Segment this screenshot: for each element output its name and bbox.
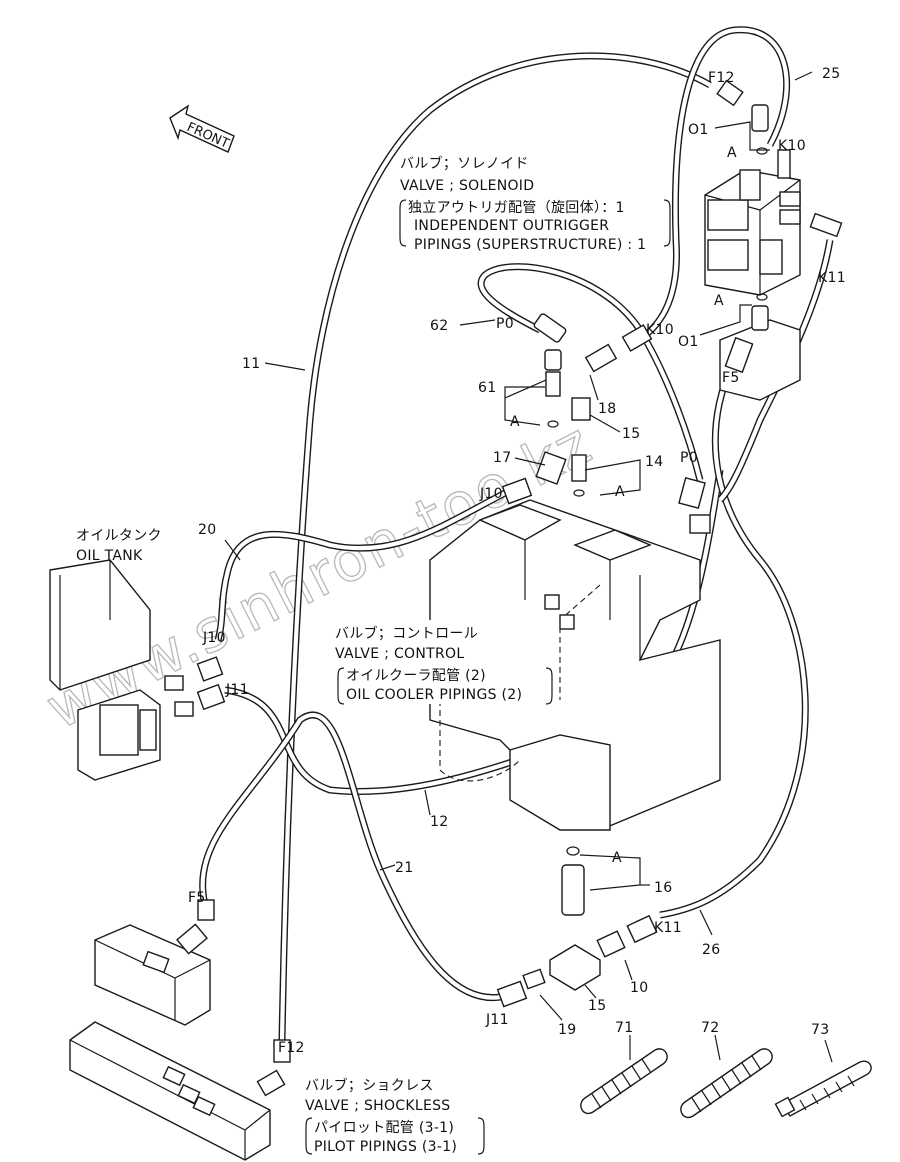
callout-15b: 15	[588, 998, 606, 1014]
callout-12: 12	[430, 814, 448, 830]
port-j11-left: J11	[225, 682, 249, 698]
leader-lines	[224, 71, 833, 1063]
port-f12-top: F12	[708, 70, 735, 86]
shockless-valve	[94, 899, 215, 1026]
solenoid-sub-jp: 独立アウトリガ配管（旋回体）：1	[408, 200, 625, 216]
shockless-sub-jp: パイロット配管 (3-1)	[314, 1120, 454, 1136]
callout-21: 21	[395, 860, 413, 876]
callout-a5: A	[612, 850, 622, 866]
label-solenoid-group: バルブ；ソレノイド VALVE ; SOLENOID 独立アウトリガ配管（旋回体…	[399, 155, 671, 253]
label-shockless-group: バルブ；ショクレス VALVE ; SHOCKLESS パイロット配管 (3-1…	[305, 1077, 485, 1155]
callout-o1b: O1	[678, 334, 699, 350]
port-p0-top: P0	[496, 316, 514, 332]
oil-tank	[49, 559, 226, 781]
label-control-group: バルブ；コントロール VALVE ; CONTROL オイルクーラ配管 (2) …	[332, 620, 556, 705]
control-sub-jp: オイルクーラ配管 (2)	[346, 668, 486, 684]
solenoid-sub-en1: INDEPENDENT OUTRIGGER	[414, 218, 609, 234]
hose-26	[659, 348, 809, 919]
part-71-coil	[580, 1048, 668, 1115]
control-fittings	[501, 313, 711, 534]
port-f5-top: F5	[722, 370, 740, 386]
callout-15a: 15	[622, 426, 640, 442]
solenoid-sub-en2: PIPINGS (SUPERSTRUCTURE) : 1	[414, 237, 646, 253]
shockless-jp: バルブ；ショクレス	[305, 1077, 434, 1094]
port-labels: F12 K10 K11 P0 K10 F5 P0 J10 J10 J11 F5 …	[188, 70, 846, 1056]
callout-10: 10	[630, 980, 648, 996]
control-valve	[429, 499, 721, 831]
pilot-manifold	[69, 1021, 291, 1161]
port-k10-mid: K10	[646, 322, 674, 338]
shockless-sub-en: PILOT PIPINGS (3-1)	[314, 1139, 457, 1155]
control-jp: バルブ；コントロール	[335, 625, 478, 642]
callout-72: 72	[701, 1020, 719, 1036]
callout-71: 71	[615, 1020, 633, 1036]
callout-a1: A	[727, 145, 737, 161]
hose-k11	[717, 239, 834, 503]
callout-a4: A	[615, 484, 625, 500]
callout-20: 20	[198, 522, 216, 538]
control-en: VALVE ; CONTROL	[335, 646, 464, 662]
part-73-tie	[774, 1060, 872, 1118]
part-72-coil	[680, 1048, 773, 1119]
bottom-fittings	[496, 846, 658, 1008]
port-f12-bottom: F12	[278, 1040, 305, 1056]
port-j10-mid: J10	[479, 486, 503, 502]
hose-62	[477, 263, 704, 481]
callout-o1a: O1	[688, 122, 709, 138]
hose-20	[214, 484, 517, 642]
port-j10-left: J10	[202, 630, 226, 646]
oil-tank-en: OIL TANK	[76, 548, 143, 564]
callout-17: 17	[493, 450, 511, 466]
callout-11: 11	[242, 356, 260, 372]
callout-18: 18	[598, 401, 616, 417]
port-k11-top: K11	[818, 270, 846, 286]
port-k10-top: K10	[778, 138, 806, 154]
callout-26: 26	[702, 942, 720, 958]
port-j11-bottom: J11	[485, 1012, 509, 1028]
solenoid-fittings	[716, 79, 843, 374]
port-p0-mid: P0	[680, 450, 698, 466]
oil-tank-jp: オイルタンク	[76, 528, 162, 544]
hose-25	[628, 26, 791, 349]
callout-19: 19	[558, 1022, 576, 1038]
label-oil-tank-group: オイルタンク OIL TANK	[76, 528, 162, 564]
port-f5-left: F5	[188, 890, 206, 906]
solenoid-en: VALVE ; SOLENOID	[400, 178, 534, 194]
callout-a2: A	[714, 293, 724, 309]
solenoid-jp: バルブ；ソレノイド	[400, 155, 529, 172]
hose-11	[278, 52, 712, 1041]
shockless-en: VALVE ; SHOCKLESS	[305, 1098, 450, 1114]
hose-21	[199, 711, 512, 1002]
callout-62: 62	[430, 318, 448, 334]
callout-25: 25	[822, 66, 840, 82]
callout-73: 73	[811, 1022, 829, 1038]
port-k11-bottom: K11	[654, 920, 682, 936]
callout-16: 16	[654, 880, 672, 896]
control-sub-en: OIL COOLER PIPINGS (2)	[346, 687, 522, 703]
front-direction-arrow: FRONT	[169, 104, 235, 153]
callout-14: 14	[645, 454, 663, 470]
callout-a3: A	[510, 414, 520, 430]
callout-61: 61	[478, 380, 496, 396]
callout-numbers: 25 11 62 61 18 15 17 14 20 12 21 16 26 1…	[198, 66, 840, 1038]
